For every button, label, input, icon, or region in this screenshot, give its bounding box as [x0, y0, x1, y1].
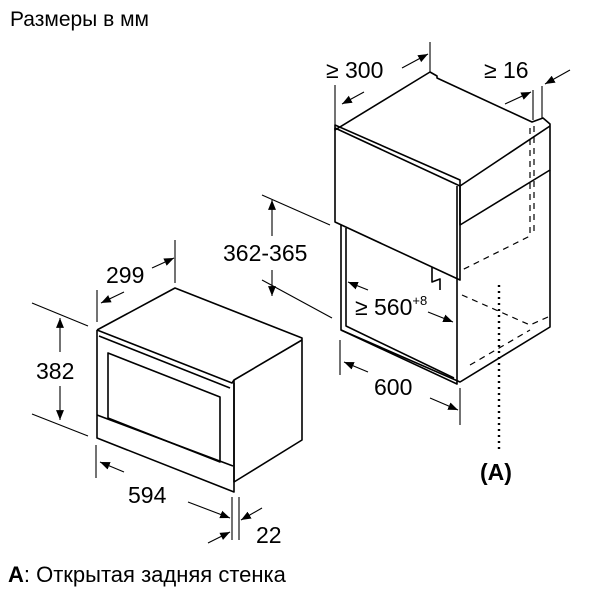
callout-a-label: (A)	[480, 459, 512, 485]
built-in-oven	[96, 287, 303, 493]
dim-cabinet-width: 600	[374, 374, 413, 400]
dim-oven-height: 382	[36, 358, 75, 384]
hidden-edges	[461, 126, 549, 366]
dim-oven-depth: 299	[106, 262, 145, 288]
legend-note: A: Открытая задняя стенка	[8, 562, 286, 588]
legend-key: A	[8, 562, 24, 587]
dim-cabinet-depth: ≥ 300	[326, 57, 384, 83]
dim-niche-height: 362-365	[223, 240, 308, 266]
dim-niche-width-main: ≥ 560	[355, 294, 413, 320]
dim-oven-width: 594	[128, 482, 167, 508]
legend-text: : Открытая задняя стенка	[23, 562, 286, 587]
dim-niche-width-tolerance: +8	[412, 293, 428, 308]
diagram-title: Размеры в мм	[10, 8, 149, 31]
wall-cabinet	[334, 71, 551, 385]
dim-niche-width: ≥ 560+8	[355, 293, 427, 321]
dim-front-thickness: 22	[256, 522, 282, 548]
dim-cabinet-gap: ≥ 16	[484, 57, 529, 83]
